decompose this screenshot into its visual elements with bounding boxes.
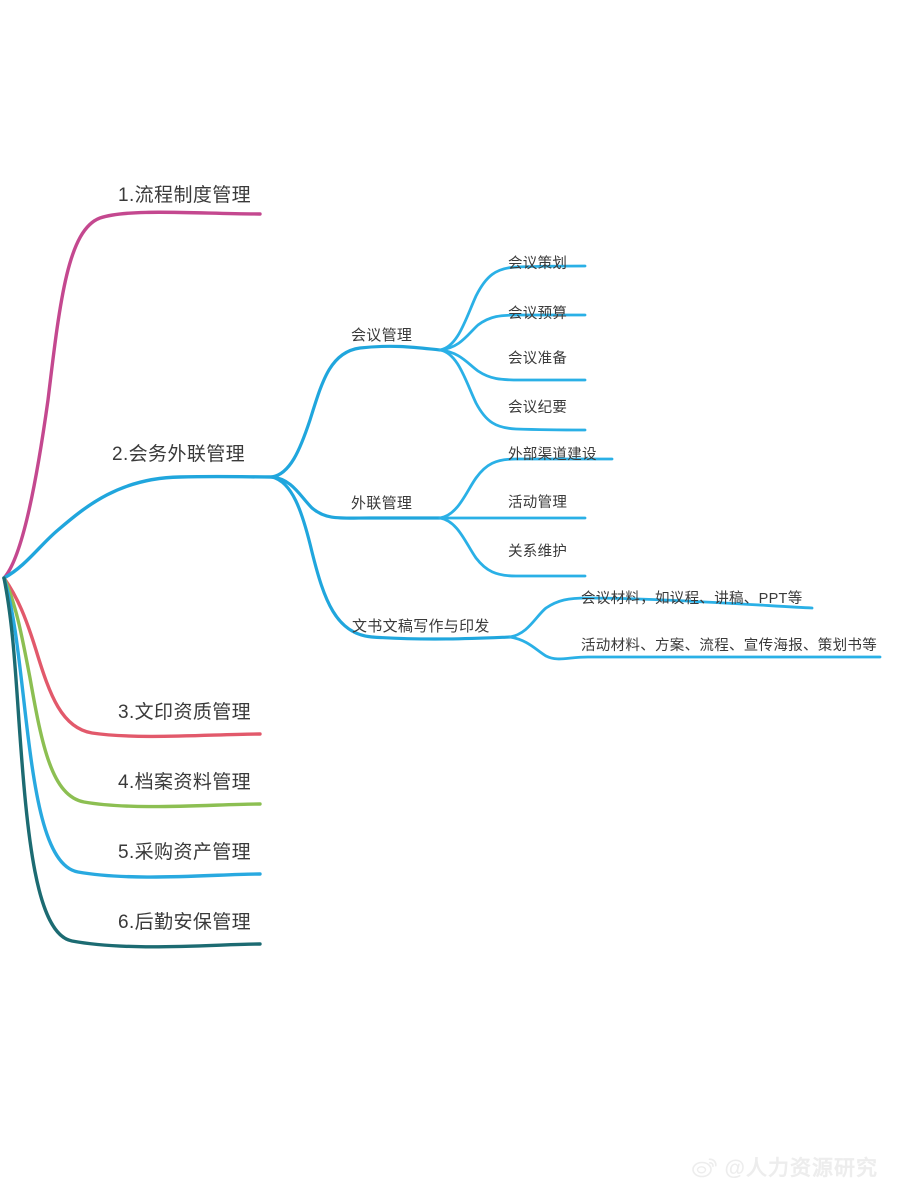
- node-label-branch-3[interactable]: 3.文印资质管理: [118, 702, 252, 723]
- leaf-line-documents-2: [508, 635, 882, 661]
- branch-line-5: [2, 576, 262, 879]
- weibo-icon: [691, 1156, 718, 1178]
- node-label-meeting-budget[interactable]: 会议预算: [508, 306, 568, 322]
- leaf-line-meeting-4: [438, 348, 587, 432]
- node-label-meeting-planning[interactable]: 会议策划: [508, 256, 568, 272]
- node-label-relationship-maintenance[interactable]: 关系维护: [508, 544, 568, 560]
- node-label-liaison-management[interactable]: 外联管理: [351, 495, 413, 512]
- branch-line-1: [2, 210, 262, 580]
- branch-line-2: [2, 474, 274, 580]
- watermark-text: @人力资源研究: [724, 1157, 878, 1180]
- node-label-branch-6[interactable]: 6.后勤安保管理: [118, 912, 252, 933]
- leaf-line-meeting-2: [438, 313, 587, 352]
- branch-line-4: [2, 576, 262, 809]
- node-label-meeting-materials[interactable]: 会议材料，如议程、讲稿、PPT等: [581, 591, 803, 607]
- node-label-branch-5[interactable]: 5.采购资产管理: [118, 842, 252, 863]
- subbranch-line-liaison: [270, 475, 442, 520]
- leaf-line-liaison-1: [438, 457, 614, 520]
- node-label-activity-management[interactable]: 活动管理: [508, 495, 568, 511]
- node-label-activity-materials[interactable]: 活动材料、方案、流程、宣传海报、策划书等: [581, 638, 877, 654]
- node-label-external-channel-building[interactable]: 外部渠道建设: [508, 447, 597, 463]
- leaf-line-documents-1: [508, 596, 814, 639]
- node-label-branch-1[interactable]: 1.流程制度管理: [118, 185, 252, 206]
- branch-line-6: [2, 576, 262, 949]
- node-label-branch-4[interactable]: 4.档案资料管理: [118, 772, 252, 793]
- node-label-meeting-management[interactable]: 会议管理: [351, 327, 413, 344]
- subbranch-line-meeting: [270, 344, 442, 479]
- node-label-meeting-preparation[interactable]: 会议准备: [508, 351, 568, 367]
- node-label-branch-2[interactable]: 2.会务外联管理: [112, 444, 246, 465]
- branch-line-3: [2, 576, 262, 739]
- leaf-line-meeting-1: [438, 264, 587, 352]
- leaf-line-liaison-3: [438, 516, 587, 578]
- leaf-line-meeting-3: [438, 348, 587, 382]
- watermark: @人力资源研究: [691, 1152, 878, 1182]
- node-label-document-writing[interactable]: 文书文稿写作与印发: [352, 618, 490, 635]
- node-label-meeting-minutes[interactable]: 会议纪要: [508, 400, 568, 416]
- subbranch-line-documents: [270, 475, 512, 641]
